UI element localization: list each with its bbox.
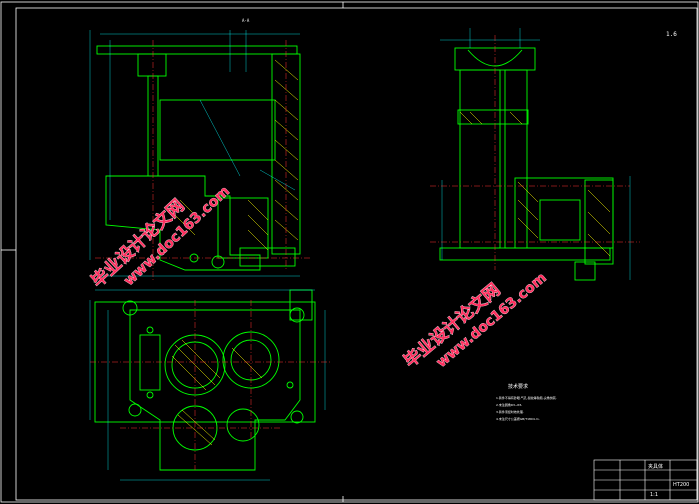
tech-note-line: 1.铸件不得有砂眼,气孔,裂纹等缺陷,尖角倒钝.	[496, 395, 557, 400]
tech-notes: 技术要求 1.铸件不得有砂眼,气孔,裂纹等缺陷,尖角倒钝. 2.未注圆角R3~R…	[496, 383, 557, 421]
watermark: 毕业设计论文网 www.doc163.com	[399, 270, 550, 373]
top-view	[89, 289, 330, 481]
tech-note-line: 3.铸件须经时效处理.	[496, 409, 524, 414]
side-view	[430, 28, 640, 281]
title-block	[593, 459, 698, 501]
roughness-mark: 1.6	[666, 31, 677, 38]
tech-note-line: 4.未注尺寸公差按GB/T1804-m.	[496, 416, 540, 421]
tech-note-line: 2.未注圆角R3~R5.	[496, 402, 522, 407]
title-block-name: 夹具体	[648, 463, 663, 470]
section-label: A-A	[242, 18, 250, 23]
watermark: 毕业设计论文网 www.doc163.com	[87, 183, 234, 292]
front-view	[89, 30, 310, 280]
tech-notes-title: 技术要求	[508, 383, 528, 390]
title-block-material: HT200	[673, 482, 689, 488]
title-block-scale: 1:1	[650, 492, 658, 498]
